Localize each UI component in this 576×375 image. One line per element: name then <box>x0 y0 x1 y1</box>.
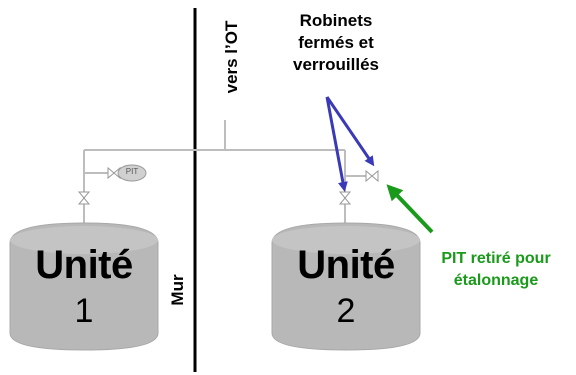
arrow-to-valve-unit2-pit <box>325 96 375 167</box>
arrow-pit-removed <box>386 184 434 234</box>
valve-unit1-drop <box>77 191 91 205</box>
robinets-label: Robinets fermés et verrouillés <box>256 10 416 76</box>
unit1-number: 1 <box>74 292 94 330</box>
robinets-line-1: Robinets <box>299 11 373 30</box>
unit1-title: Unité <box>35 243 133 287</box>
robinets-line-2: fermés et <box>298 33 374 52</box>
unit2-number: 2 <box>336 292 356 330</box>
pit-removed-label: PIT retiré pour étalonnage <box>416 248 576 292</box>
valve-unit2-pit <box>365 169 379 183</box>
tank-unit1 <box>9 222 159 351</box>
pit-instrument-unit1 <box>117 164 147 182</box>
unit2-title: Unité <box>297 243 395 287</box>
arrow-to-valve-unit2-drop <box>325 96 348 192</box>
pit-removed-line-1: PIT retiré pour <box>441 250 551 267</box>
robinets-line-3: verrouillés <box>293 55 379 74</box>
pit-instrument-tag: PIT <box>125 167 139 176</box>
vers-ot-label: vers l’OT <box>222 20 241 94</box>
valve-unit2-drop <box>338 191 352 205</box>
tank-unit2 <box>271 222 421 351</box>
wall-label: Mur <box>168 274 187 306</box>
pit-removed-line-2: étalonnage <box>453 272 539 289</box>
